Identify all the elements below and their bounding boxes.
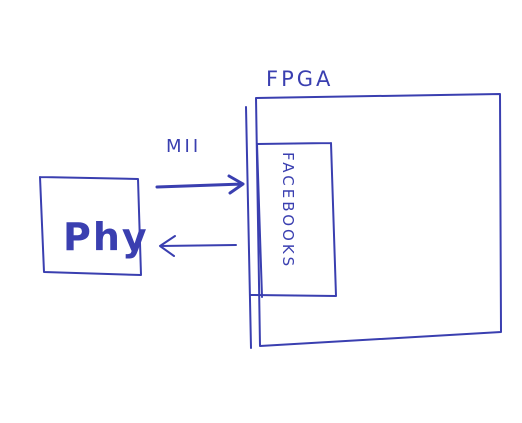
arrow-to-phy: [159, 235, 237, 257]
inner-core-label: FACEBOOKS: [279, 152, 297, 269]
phy-block: Phy: [39, 176, 149, 276]
fpga-label: FPGA: [266, 67, 333, 91]
arrow-to-fpga: [155, 174, 245, 195]
mii-label: MII: [166, 136, 201, 157]
fpga-block: FPGA: [245, 67, 502, 349]
phy-label: Phy: [63, 215, 149, 259]
inner-core-block: FACEBOOKS: [249, 142, 337, 298]
mii-interface: MII: [155, 136, 245, 257]
